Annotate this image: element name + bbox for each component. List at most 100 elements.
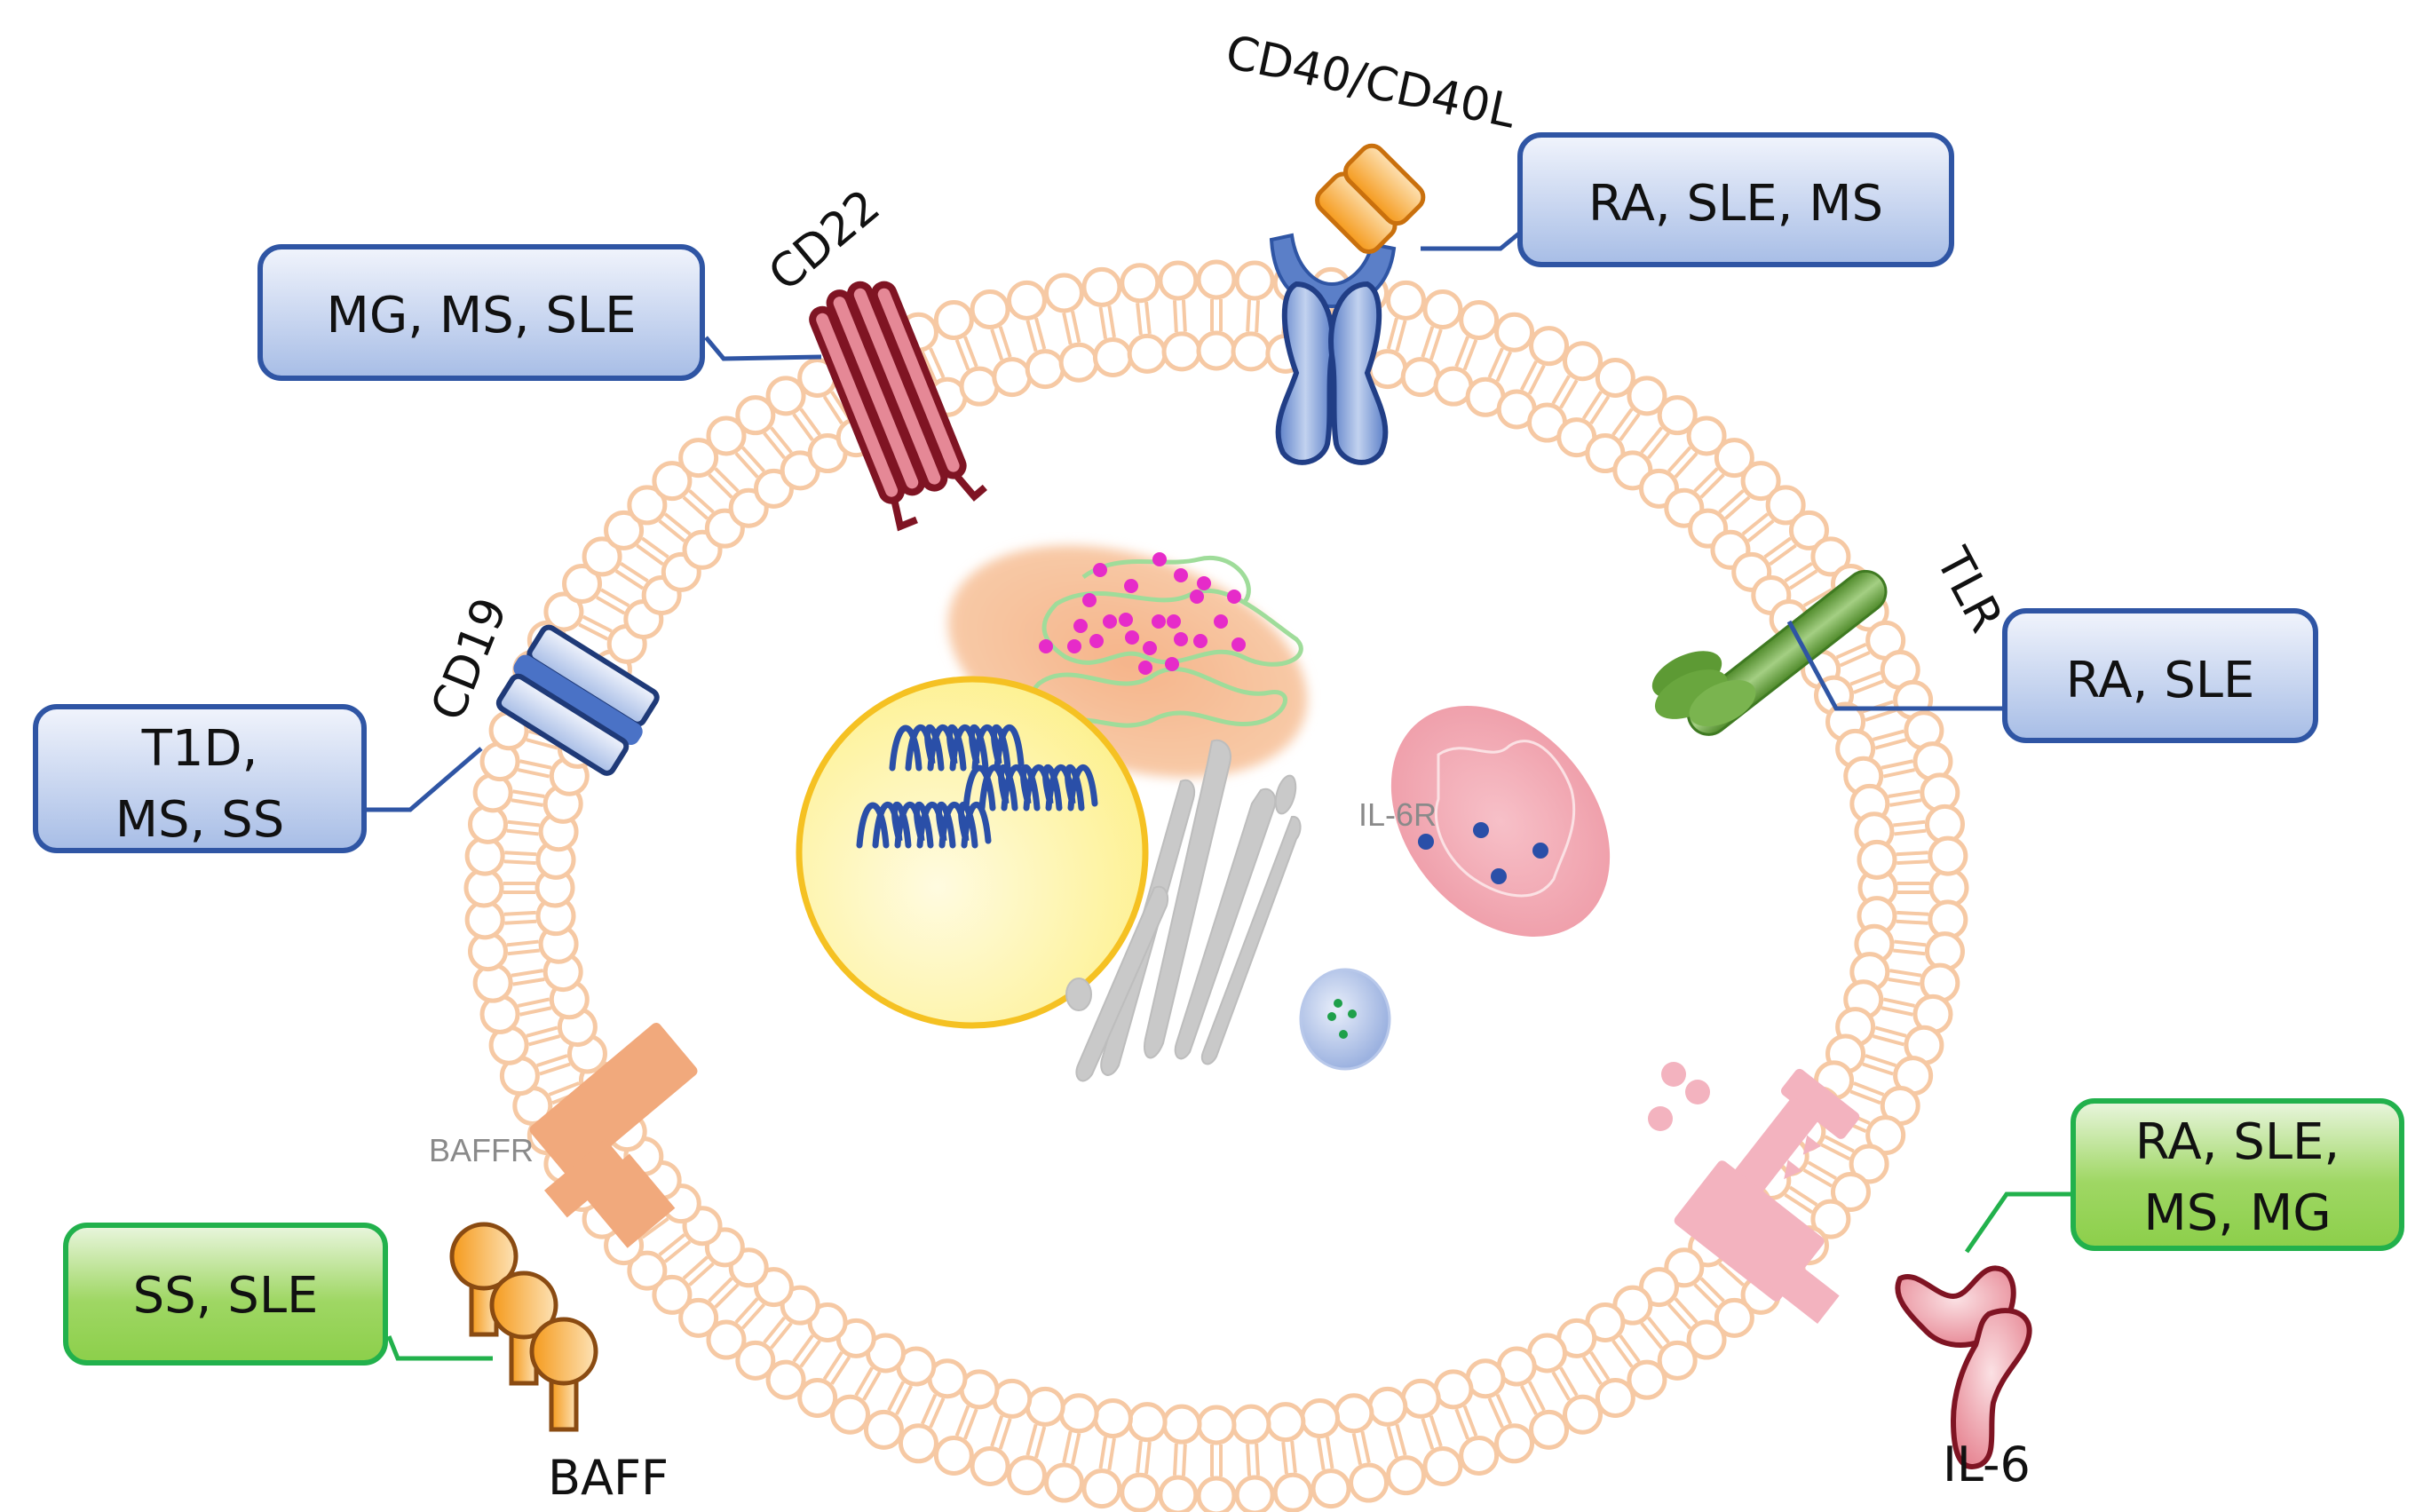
lipid-tail [1487, 347, 1504, 378]
lipid-head [1334, 1393, 1374, 1434]
lipid-tail [1889, 798, 1922, 807]
lipid-head [1849, 1144, 1889, 1184]
lipid-tail [1136, 302, 1143, 336]
lipid-tail [1454, 336, 1469, 368]
baff-diseases: SS, SLE [133, 1267, 319, 1325]
cd19-disease-box[interactable]: T1D, MS, SS [33, 704, 367, 853]
lipid-head [1196, 330, 1237, 371]
cd22-receptor [809, 281, 987, 532]
cd40-receptor [1269, 233, 1397, 465]
lipid-tail [1894, 828, 1927, 836]
lipid-tail [511, 969, 543, 978]
cd22-disease-box[interactable]: MG, MS, SLE [257, 244, 705, 381]
lipid-tail [1107, 305, 1116, 338]
lipid-tail [1882, 997, 1915, 1008]
lipid-head [1006, 1455, 1047, 1496]
golgi-apparatus [1065, 739, 1302, 1082]
il6-label: IL-6 [1943, 1437, 2031, 1492]
lipid-tail [1495, 1393, 1513, 1425]
cd40-label: CD40/CD40L [1221, 26, 1520, 139]
cd19-connector [364, 747, 483, 812]
lipid-tail [1881, 1006, 1913, 1017]
chromatin [889, 724, 1025, 772]
lipid-tail [1395, 1423, 1407, 1456]
lipid-head [1234, 1475, 1275, 1512]
lipid-head [1234, 260, 1275, 301]
baff-stem [549, 1375, 579, 1432]
lipid-tail [539, 1062, 571, 1076]
chromatin [856, 801, 992, 849]
lipid-tail [1462, 1405, 1478, 1437]
lipid-head [1400, 357, 1441, 398]
lipid-tail [1881, 759, 1913, 770]
lipid-head [1127, 1402, 1168, 1443]
lipid-tail [1693, 467, 1719, 493]
ribosome-dot [1197, 576, 1211, 590]
lipid-tail [1802, 1168, 1833, 1188]
lipid-tail [1723, 495, 1751, 520]
lipid-head [1127, 333, 1168, 374]
lipid-tail [1693, 1283, 1719, 1309]
lipid-tail [1699, 1277, 1725, 1302]
lipid-head [1158, 1475, 1199, 1512]
lipid-head [1120, 1472, 1160, 1512]
lipid-tail [792, 413, 814, 441]
lipid-tail [714, 1283, 740, 1309]
lipid-tail [1699, 473, 1725, 499]
lipid-tail [963, 336, 978, 368]
lipid-head [1830, 1172, 1871, 1212]
lipid-head [1788, 510, 1829, 550]
ribosome-dot [1174, 632, 1188, 646]
lipid-head [1025, 349, 1065, 390]
lipid-head [1092, 1398, 1133, 1439]
lipid-tail [769, 1322, 793, 1350]
tlr-diseases: RA, SLE [2066, 652, 2255, 709]
cd19-diseases-line2: MS, SS [115, 791, 285, 849]
lipid-head [1043, 1462, 1084, 1503]
lipid-head [562, 564, 603, 604]
lipid-head [830, 1394, 870, 1435]
lipid-tail [528, 1034, 560, 1047]
baff-disease-box[interactable]: SS, SLE [63, 1223, 388, 1366]
tlr-connector [1786, 620, 2005, 711]
lipid-tail [1025, 1423, 1038, 1456]
lipid-head [543, 591, 584, 632]
il6-disease-box[interactable]: RA, SLE, MS, MG [2071, 1098, 2404, 1251]
lipid-tail [1246, 299, 1252, 332]
lipid-tail [1487, 1397, 1504, 1429]
baff-head [449, 1222, 519, 1291]
lipid-head [1433, 1369, 1474, 1410]
lipid-head [863, 1409, 904, 1450]
lipid-tail [895, 1385, 914, 1415]
lipid-tail [1784, 562, 1813, 582]
lipid-tail [1873, 729, 1904, 741]
lipid-head [1058, 1393, 1099, 1434]
ribosome-dot [1093, 563, 1107, 577]
lipid-tail [1527, 1381, 1546, 1412]
lipid-head [1006, 280, 1047, 321]
lipid-head [1120, 263, 1160, 304]
lipid-tail [663, 512, 692, 536]
lipid-head [1810, 536, 1851, 577]
lipid-tail [519, 1006, 552, 1017]
ribosome-dot [1082, 593, 1097, 607]
lipid-head [1400, 1378, 1441, 1419]
lipid-head [898, 1423, 938, 1464]
lipid-head [1686, 1319, 1727, 1360]
tlr-disease-box[interactable]: RA, SLE [2002, 608, 2318, 743]
tlr-label: TLR [1925, 539, 2013, 641]
lipid-tail [1893, 948, 1926, 956]
lipid-head [1529, 1409, 1570, 1450]
ribosome-dot [1152, 552, 1167, 566]
lipid-tail [600, 588, 630, 607]
lipid-tail [1667, 446, 1692, 473]
cd40-disease-box[interactable]: RA, SLE, MS [1517, 132, 1954, 267]
lipid-tail [998, 326, 1012, 358]
lipid-tail [734, 452, 759, 479]
lipid-tail [688, 489, 715, 514]
lipid-tail [1107, 1437, 1116, 1470]
lipid-tail [1896, 910, 1929, 916]
lipid-head [1058, 342, 1099, 383]
baff-connector [386, 1335, 493, 1361]
lipid-tail [1874, 1025, 1907, 1038]
